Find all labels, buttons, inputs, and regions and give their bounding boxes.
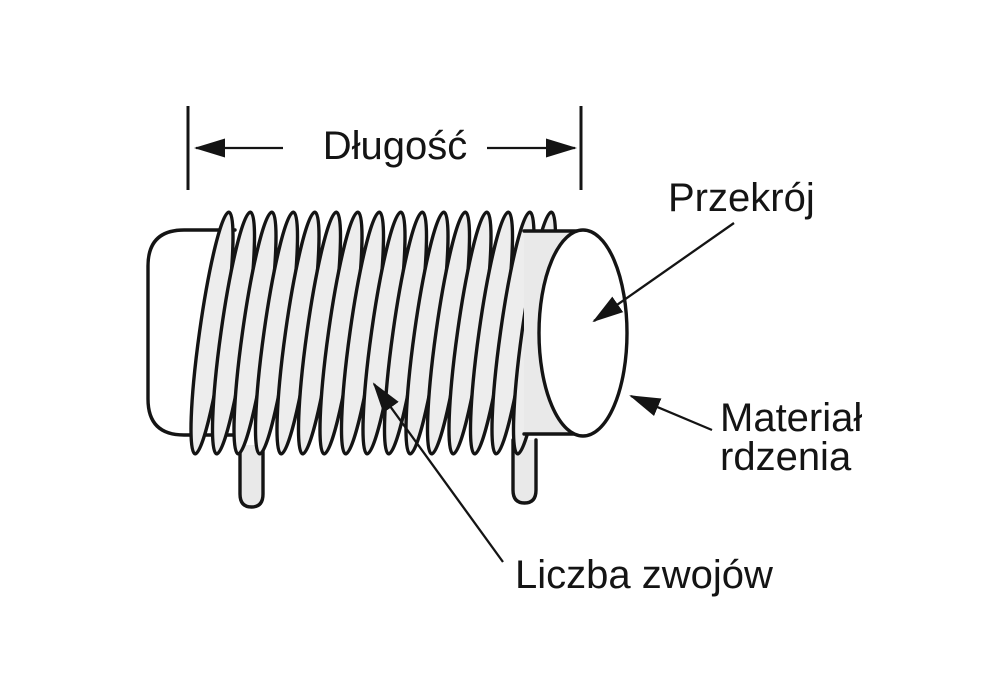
turns-label: Liczba zwojów (515, 553, 773, 597)
length-label: Długość (323, 124, 468, 168)
coil-windings (189, 210, 558, 456)
core-material-label-line1: Materiał (720, 396, 862, 440)
core-end-face (537, 228, 629, 438)
left-leg (238, 443, 265, 509)
turns-arrow (372, 382, 504, 563)
cross-section-arrow (592, 222, 735, 323)
cross-section-label: Przekrój (668, 176, 815, 220)
callout-core-material: Materiał rdzenia (629, 394, 862, 479)
callout-cross-section: Przekrój (592, 176, 815, 323)
right-leg (511, 438, 538, 505)
core-material-arrow (629, 394, 713, 432)
coil-body (146, 210, 629, 509)
core-material-label-line2: rdzenia (720, 435, 852, 479)
dimension-length: Długość (186, 106, 583, 190)
callout-turns: Liczba zwojów (372, 382, 773, 597)
